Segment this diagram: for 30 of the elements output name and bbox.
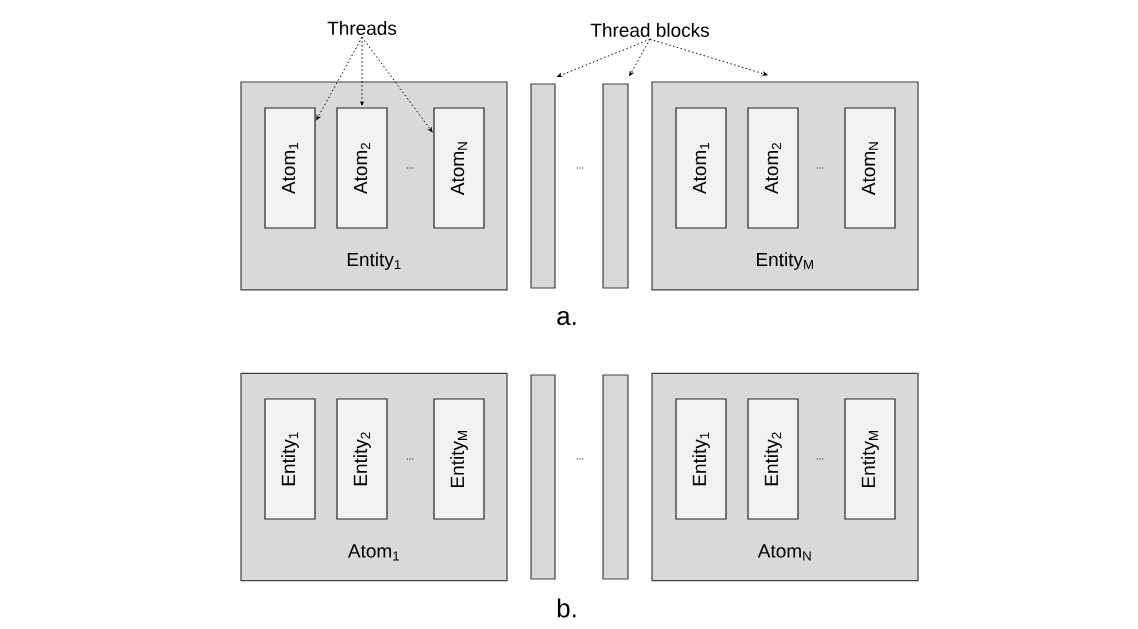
thread-box: Atom$_{2}$ [336, 107, 388, 229]
thread-box: Atom$_{N}$ [433, 107, 485, 229]
thread-box: Entity$_{1}$ [675, 398, 727, 520]
ellipsis: ... [406, 458, 414, 460]
thread-box: Atom$_{1}$ [675, 107, 727, 229]
thread-block-bar [602, 83, 629, 289]
thread-box: Atom$_{2}$ [747, 107, 799, 229]
panel-label: a. [557, 310, 576, 326]
thread-box: Entity$_{1}$ [264, 398, 316, 520]
thread-box: Atom$_{1}$ [264, 107, 316, 229]
thread-box: Entity$_{2}$ [747, 398, 799, 520]
dotted-arrow [629, 38, 651, 76]
callout-text: Thread blocks [590, 23, 709, 37]
panel-label: b. [557, 598, 576, 618]
ellipsis: ... [576, 458, 584, 460]
dotted-arrow [649, 38, 768, 76]
thread-box: Atom$_{N}$ [844, 107, 896, 229]
ellipsis: ... [816, 167, 824, 169]
ellipsis: ... [406, 167, 414, 169]
thread-block-bar [530, 374, 556, 580]
ellipsis: ... [576, 167, 584, 169]
thread-block-bar [530, 83, 556, 289]
thread-block-bar [602, 374, 629, 580]
thread-box: Entity$_{M}$ [844, 398, 896, 520]
dotted-arrow [361, 36, 433, 133]
ellipsis: ... [816, 458, 824, 460]
callout-text: Threads [327, 21, 397, 35]
thread-box: Entity$_{2}$ [336, 398, 388, 520]
thread-box: Entity$_{M}$ [433, 398, 485, 520]
dotted-arrow [360, 36, 364, 106]
